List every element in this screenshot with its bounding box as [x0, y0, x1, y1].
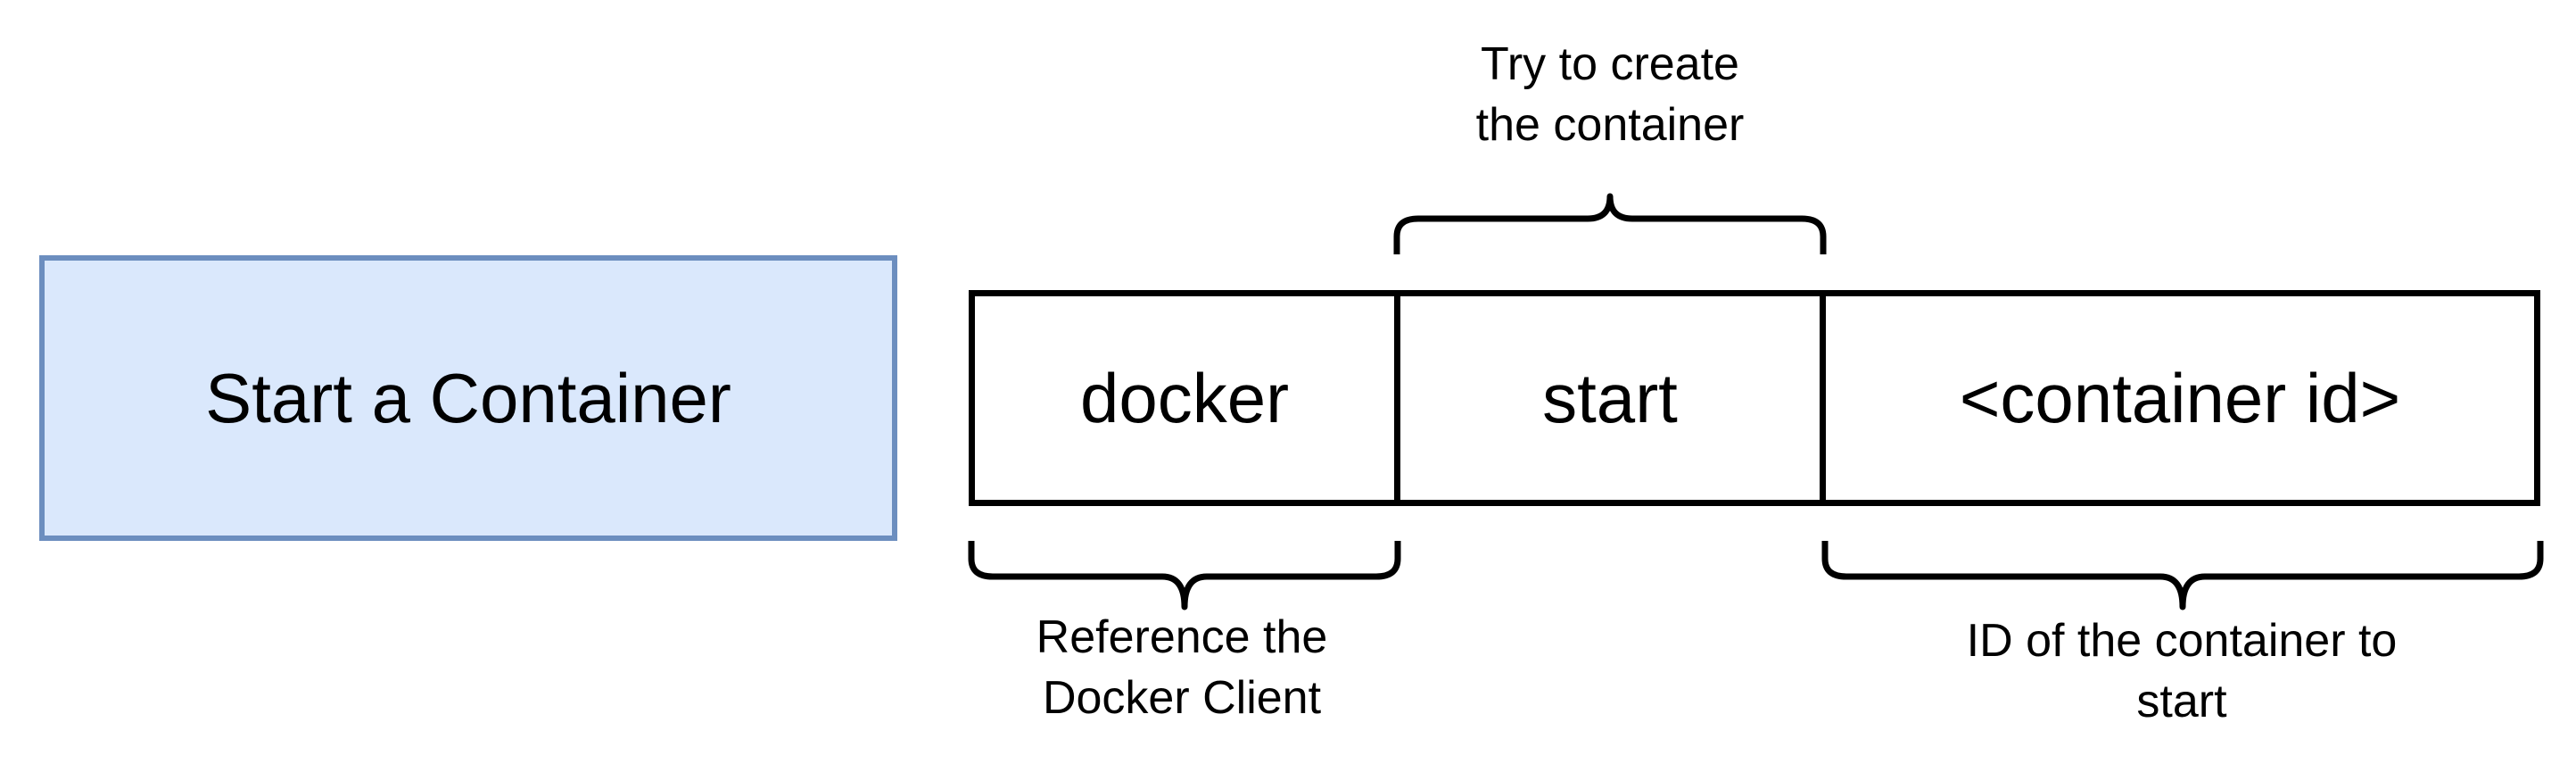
annotation-container-id-line2: start	[2136, 676, 2227, 727]
diagram-title: Start a Container	[205, 359, 731, 437]
command-part-container-id-label: <container id>	[1959, 359, 2401, 437]
brace-bottom-docker	[968, 541, 1401, 610]
command-part-start-label: start	[1542, 359, 1678, 437]
annotation-docker-line1: Reference the	[1036, 611, 1328, 663]
annotation-docker: Reference the Docker Client	[963, 607, 1400, 728]
annotation-container-id: ID of the container to start	[1878, 610, 2485, 732]
command-part-start: start	[1394, 290, 1826, 506]
title-box: Start a Container	[39, 255, 897, 541]
annotation-container-id-line1: ID of the container to	[1966, 615, 2398, 667]
annotation-docker-line2: Docker Client	[1042, 672, 1322, 724]
annotation-start-line1: Try to create	[1481, 38, 1739, 90]
annotation-start-line2: the container	[1475, 99, 1745, 151]
brace-top-start	[1393, 193, 1827, 254]
command-part-docker: docker	[969, 290, 1400, 506]
command-part-docker-label: docker	[1079, 359, 1290, 437]
brace-bottom-container-id	[1821, 541, 2544, 610]
annotation-start: Try to create the container	[1432, 34, 1788, 155]
command-part-container-id: <container id>	[1820, 290, 2540, 506]
